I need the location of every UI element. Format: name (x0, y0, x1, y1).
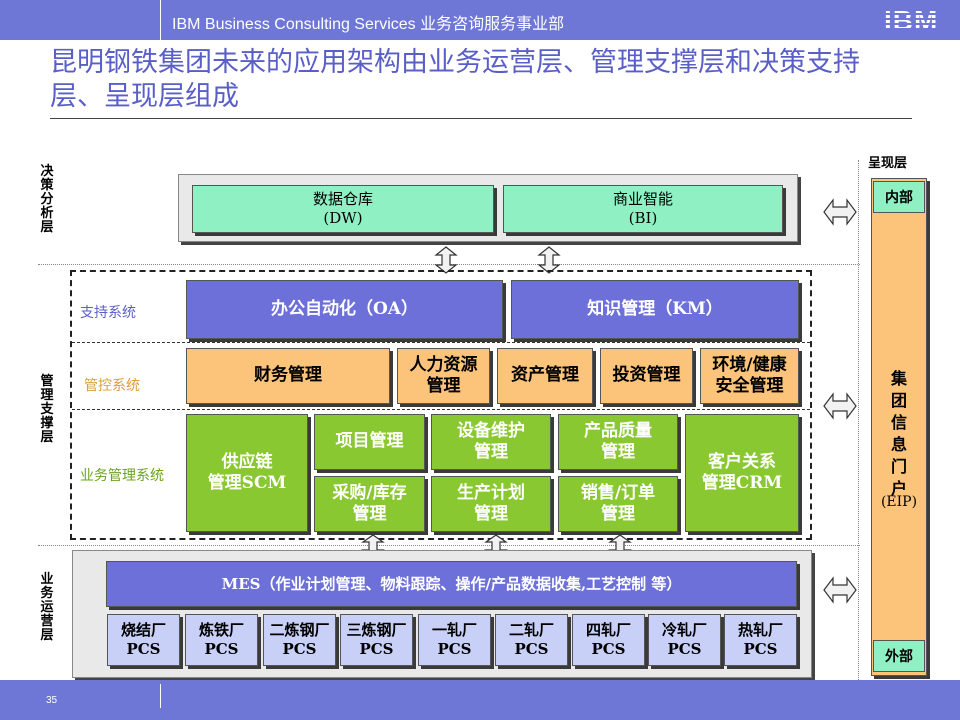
page-title: 昆明钢铁集团未来的应用架构由业务运营层、管理支撑层和决策支持层、呈现层组成 (50, 47, 860, 112)
hr-box: 人力资源 管理 (397, 348, 490, 404)
plant-name: 热轧厂 (737, 621, 783, 640)
plant-name: 炼铁厂 (198, 621, 244, 640)
plant-box: 热轧厂 PCS (724, 614, 797, 666)
arrow-mgmt-portal-icon (823, 392, 857, 420)
header-divider (160, 0, 161, 40)
plant-pcs: PCS (743, 640, 778, 658)
plant-name: 烧结厂 (120, 621, 166, 640)
scm-box: 供应链 管理SCM (186, 414, 308, 532)
asset-box: 资产管理 (497, 348, 593, 404)
hr-line2: 管理 (426, 376, 461, 396)
plant-pcs: PCS (204, 640, 239, 658)
layer-separator-2 (38, 545, 860, 546)
plant-pcs: PCS (282, 640, 317, 658)
plant-pcs: PCS (667, 640, 702, 658)
production-line1: 生产计划 (457, 482, 525, 503)
portal-column (871, 178, 927, 676)
purchase-line1: 采购/库存 (332, 482, 407, 503)
plant-box: 三炼钢厂 PCS (340, 614, 413, 666)
plant-pcs: PCS (591, 640, 626, 658)
plant-pcs: PCS (437, 640, 472, 658)
footer-divider (160, 684, 161, 708)
project-box: 项目管理 (314, 414, 425, 470)
ehs-line1: 环境/健康 (712, 354, 787, 375)
arrow-bi-mgmt-icon (537, 246, 561, 274)
plant-box: 炼铁厂 PCS (185, 614, 258, 666)
plant-name: 三炼钢厂 (346, 621, 407, 640)
layer-label-decision: 决策分析层 (40, 164, 54, 235)
crm-line1: 客户关系 (708, 451, 776, 472)
dw-box: 数据仓库 (DW) (192, 185, 494, 233)
production-line2: 管理 (474, 504, 508, 524)
header-company: IBM Business Consulting Services 业务咨询服务事… (172, 16, 565, 33)
plant-pcs: PCS (514, 640, 549, 658)
portal-top-text: 内部 (885, 190, 913, 206)
invest-box: 投资管理 (600, 348, 693, 404)
business-mgmt-label: 业务管理系统 (80, 468, 164, 484)
plant-pcs: PCS (359, 640, 394, 658)
presentation-divider (858, 160, 859, 680)
plant-box: 二轧厂 PCS (495, 614, 568, 666)
bi-line2: (BI) (628, 209, 658, 227)
portal-abbr: (EIP) (880, 494, 918, 510)
plant-box: 一轧厂 PCS (418, 614, 491, 666)
crm-box: 客户关系 管理CRM (685, 414, 799, 532)
support-label: 支持系统 (80, 305, 136, 321)
sales-box: 销售/订单 管理 (558, 476, 678, 532)
mes-box: MES（作业计划管理、物料跟踪、操作/产品数据收集,工艺控制 等） (106, 561, 797, 607)
plant-pcs: PCS (126, 640, 161, 658)
portal-bottom-text: 外部 (885, 649, 913, 665)
portal-top-label: 内部 (873, 181, 925, 213)
quality-box: 产品质量 管理 (558, 414, 678, 470)
ehs-box: 环境/健康 安全管理 (700, 348, 799, 404)
page-number: 35 (46, 695, 58, 706)
plant-name: 二轧厂 (508, 621, 554, 640)
purchase-box: 采购/库存 管理 (314, 476, 425, 532)
oa-box: 办公自动化（OA） (186, 280, 503, 339)
layer-label-management: 管理支撑层 (40, 374, 54, 445)
plant-box: 烧结厂 PCS (107, 614, 180, 666)
scm-line1: 供应链 (221, 451, 273, 472)
mgmt-sep-2 (72, 409, 810, 410)
ehs-line2: 安全管理 (715, 376, 784, 396)
sales-line2: 管理 (601, 504, 635, 524)
bi-line1: 商业智能 (612, 190, 673, 209)
sales-line1: 销售/订单 (580, 482, 656, 503)
crm-line2: 管理CRM (701, 473, 783, 493)
footer-bar (0, 680, 960, 720)
layer-label-presentation: 呈现层 (868, 156, 908, 171)
plant-box: 四轧厂 PCS (572, 614, 645, 666)
layer-label-business: 业务运营层 (40, 572, 54, 643)
equipment-box: 设备维护 管理 (431, 414, 551, 470)
plant-box: 冷轧厂 PCS (648, 614, 721, 666)
finance-box: 财务管理 (186, 348, 390, 404)
portal-name: 集团信息门户 (890, 369, 907, 498)
km-box: 知识管理（KM） (511, 280, 799, 339)
arrow-business-portal-icon (823, 576, 857, 604)
plant-name: 冷轧厂 (661, 621, 707, 640)
quality-line1: 产品质量 (584, 420, 652, 441)
management-dashed-frame (70, 270, 812, 540)
arrow-dw-mgmt-icon (434, 246, 458, 274)
plant-box: 二炼钢厂 PCS (263, 614, 336, 666)
title-underline (50, 118, 912, 119)
equipment-line2: 管理 (474, 442, 508, 462)
dw-line1: 数据仓库 (312, 190, 373, 209)
dw-line2: (DW) (323, 209, 363, 227)
ibm-logo: IBM (884, 5, 939, 36)
equipment-line1: 设备维护 (457, 420, 525, 441)
production-box: 生产计划 管理 (431, 476, 551, 532)
bi-box: 商业智能 (BI) (503, 185, 783, 233)
plant-name: 四轧厂 (585, 621, 631, 640)
plant-name: 一轧厂 (431, 621, 477, 640)
quality-line2: 管理 (601, 442, 635, 462)
mgmt-sep-1 (72, 342, 810, 343)
arrow-decision-portal-icon (823, 198, 857, 226)
hr-line1: 人力资源 (409, 354, 478, 375)
purchase-line2: 管理 (352, 504, 387, 524)
portal-bottom-label: 外部 (873, 640, 925, 672)
scm-line2: 管理SCM (207, 473, 287, 493)
plant-name: 二炼钢厂 (269, 621, 330, 640)
control-label: 管控系统 (84, 378, 140, 394)
